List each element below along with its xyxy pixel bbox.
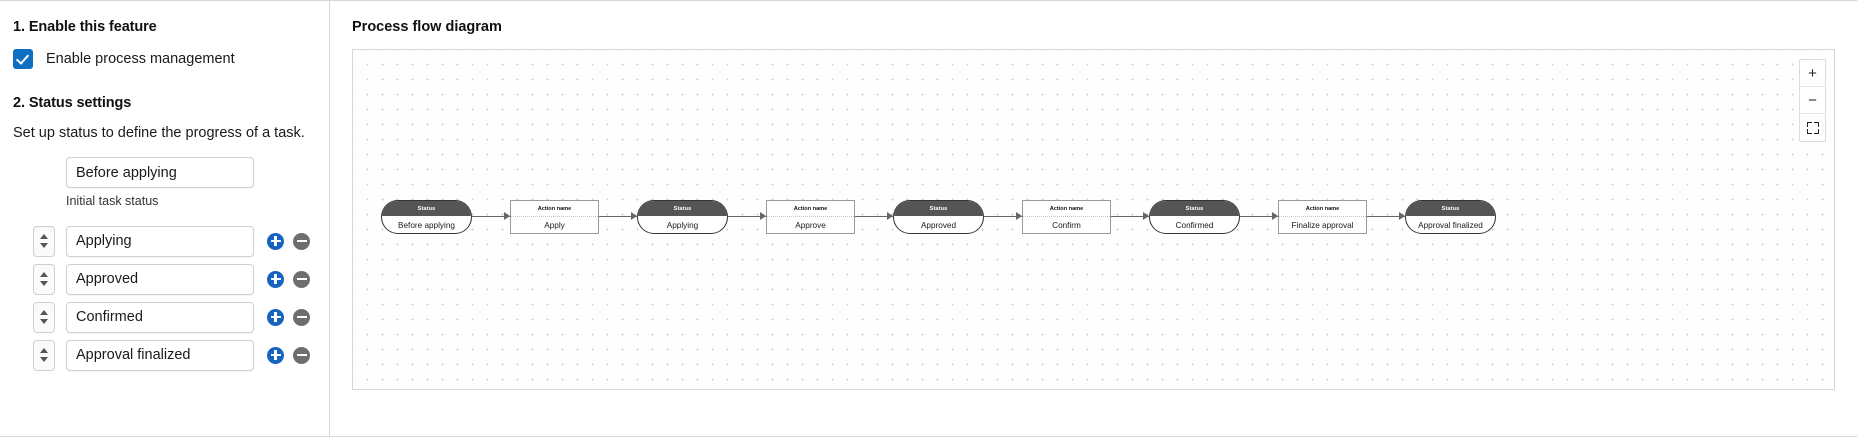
diagram-panel-title: Process flow diagram [352,19,502,35]
action-node-header: Action name [767,201,854,217]
settings-sidebar: 1. Enable this feature Enable process ma… [0,1,330,436]
section-title-status-settings: 2. Status settings [13,95,132,111]
flow-arrowhead [887,212,893,220]
status-reorder-spinner[interactable] [33,263,55,295]
move-up-icon[interactable] [40,310,48,315]
move-up-icon[interactable] [40,272,48,277]
status-node-header: Status [382,201,471,216]
status-reorder-spinner[interactable] [33,339,55,371]
status-row [0,222,329,260]
action-node-header: Action name [1023,201,1110,217]
fit-screen-icon [1806,121,1819,134]
status-node-header: Status [894,201,983,216]
status-node-label: Before applying [398,220,455,230]
move-up-icon[interactable] [40,234,48,239]
flow-connector [472,216,510,217]
status-reorder-spinner[interactable] [33,225,55,257]
status-node-label: Approved [920,220,957,230]
status-name-input[interactable] [66,225,254,257]
add-status-button[interactable] [267,308,284,326]
enable-process-management-row[interactable]: Enable process management [13,49,329,69]
status-node-header: Status [1150,201,1239,216]
move-down-icon[interactable] [40,319,48,324]
add-status-button[interactable] [267,232,284,250]
flow-arrowhead [1143,212,1149,220]
status-node-header: Status [1406,201,1495,216]
flow-arrowhead [631,212,637,220]
enable-process-management-label: Enable process management [46,51,235,67]
status-name-input[interactable] [66,339,254,371]
status-name-input[interactable] [66,301,254,333]
status-node-label: Approval finalized [1418,220,1483,230]
enable-process-management-checkbox[interactable] [13,49,33,69]
status-name-input[interactable] [66,263,254,295]
flow-arrowhead [760,212,766,220]
remove-status-button[interactable] [293,346,310,364]
canvas-zoom-controls: + − [1799,59,1826,142]
action-node-header: Action name [1279,201,1366,217]
zoom-out-button[interactable]: − [1800,87,1825,114]
initial-status-hint: Initial task status [66,194,159,208]
move-down-icon[interactable] [40,281,48,286]
action-node-label: Finalize approval [1291,220,1354,230]
flow-arrowhead [1272,212,1278,220]
flow-arrowhead [1399,212,1405,220]
remove-status-button[interactable] [293,232,310,250]
status-node-header: Status [638,201,727,216]
add-status-button[interactable] [267,270,284,288]
add-status-button[interactable] [267,346,284,364]
zoom-in-button[interactable]: + [1800,60,1825,87]
status-row [0,260,329,298]
flow-connector [1111,216,1149,217]
remove-status-button[interactable] [293,270,310,288]
flow-connector [1240,216,1278,217]
action-node-label: Confirm [1052,220,1081,230]
section-title-enable-feature: 1. Enable this feature [13,19,157,35]
move-down-icon[interactable] [40,357,48,362]
status-node-label: Applying [666,220,699,230]
flow-connector [599,216,637,217]
flow-arrowhead [1016,212,1022,220]
flow-arrowhead [504,212,510,220]
status-settings-description: Set up status to define the progress of … [13,125,305,141]
status-row [0,336,329,374]
status-node-label: Confirmed [1175,220,1214,230]
flow-connector [855,216,893,217]
action-node-label: Approve [795,220,826,230]
move-down-icon[interactable] [40,243,48,248]
remove-status-button[interactable] [293,308,310,326]
flow-connector [984,216,1022,217]
initial-status-field-wrap [66,157,329,188]
action-node-header: Action name [511,201,598,217]
initial-status-input[interactable] [66,157,254,188]
move-up-icon[interactable] [40,348,48,353]
status-row [0,298,329,336]
status-row-list [0,222,329,374]
fit-to-screen-button[interactable] [1800,114,1825,141]
flow-connector [1367,216,1405,217]
action-node-label: Apply [544,220,565,230]
status-reorder-spinner[interactable] [33,301,55,333]
flow-connector [728,216,766,217]
